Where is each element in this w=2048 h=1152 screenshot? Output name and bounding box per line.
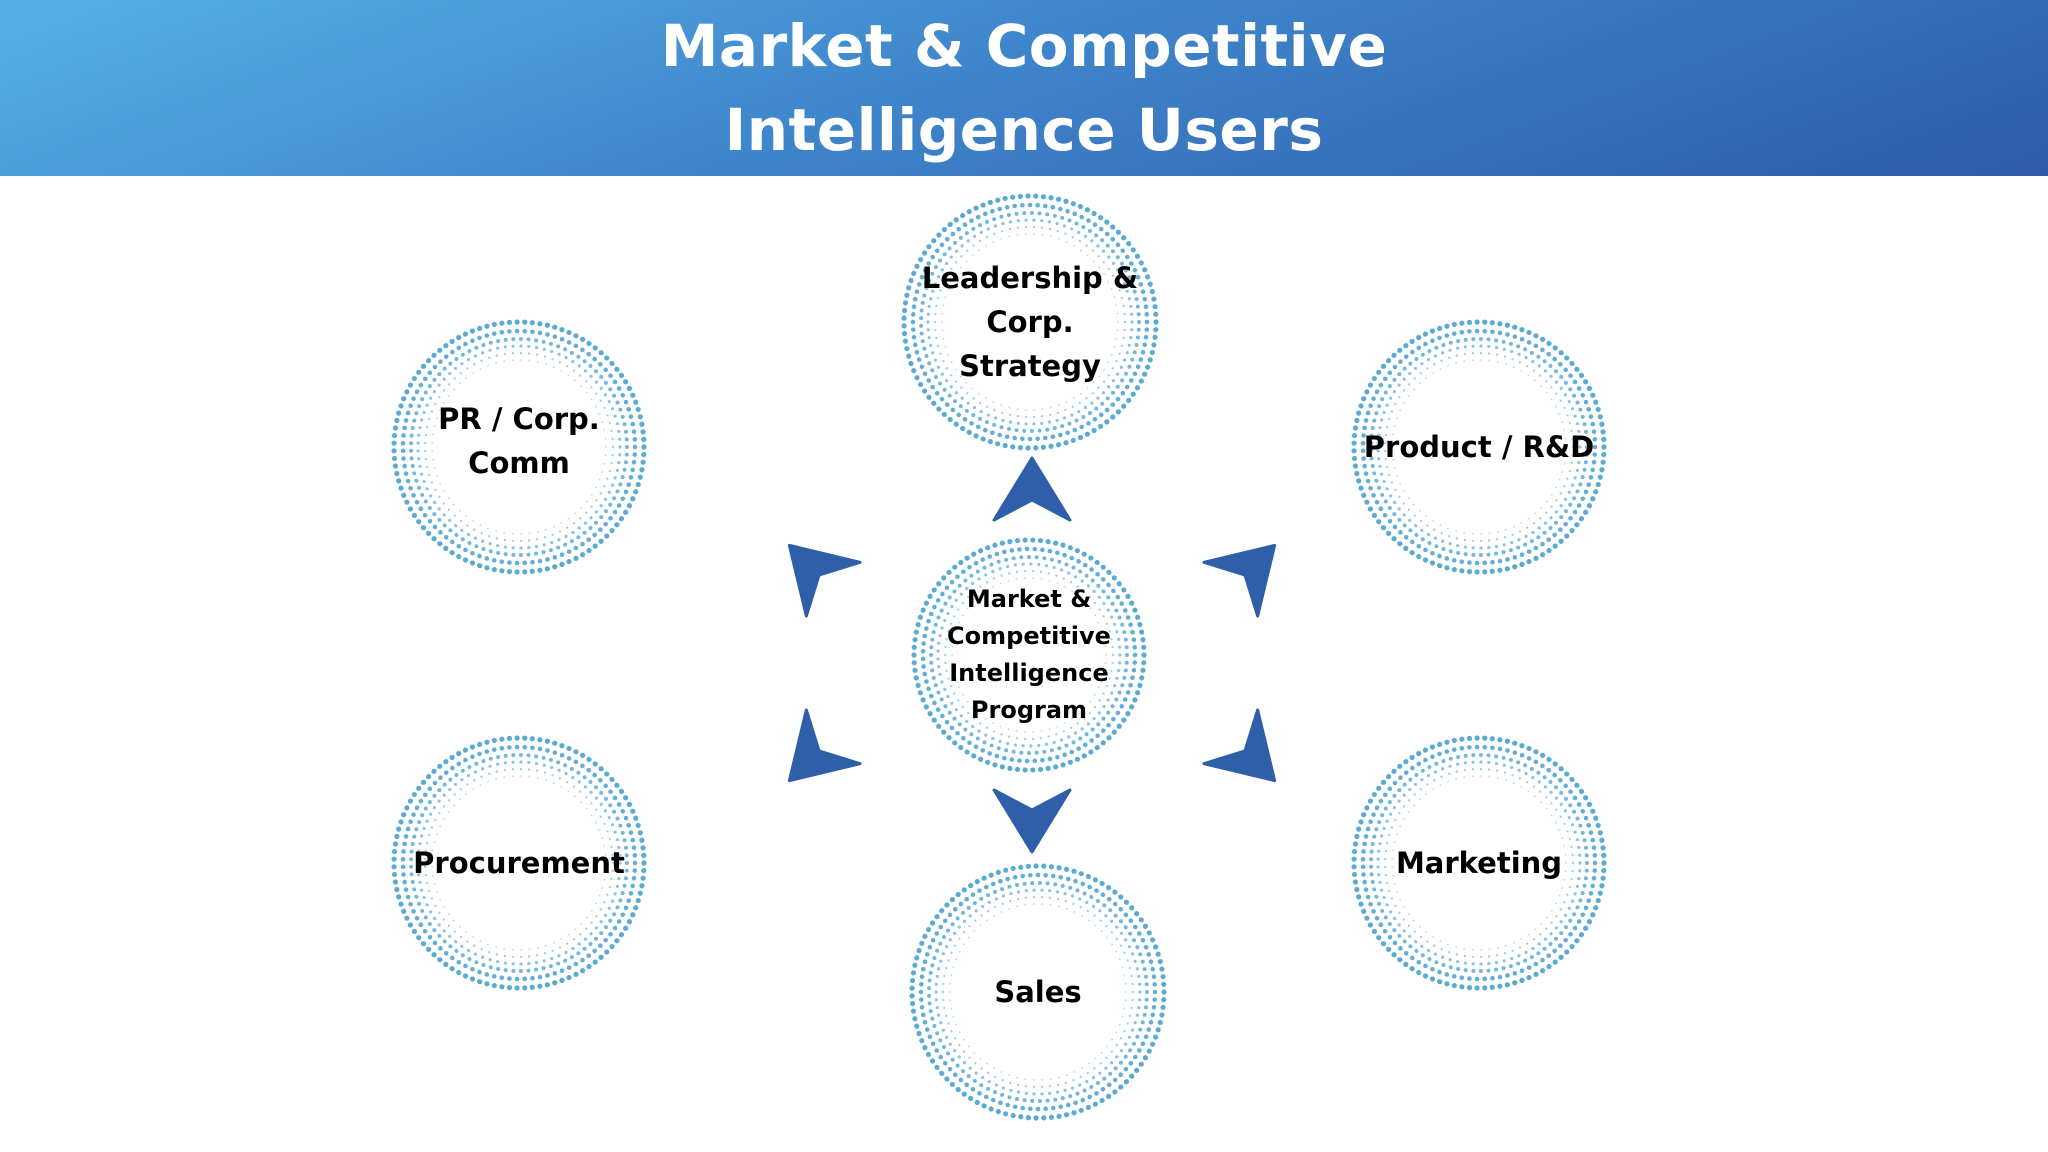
dotted-ring-icon [391,735,647,991]
dotted-ring-icon [911,537,1147,773]
arrow-down-icon [992,788,1072,854]
dotted-ring-icon [391,319,647,575]
node-product-label: Product / R&D [1363,430,1595,464]
node-leadership-label: Leadership & Corp. Strategy [921,261,1139,383]
arrow-up-right-icon [1202,543,1277,618]
node-leadership: Leadership & Corp. Strategy [900,192,1160,452]
node-sales: Sales [908,862,1168,1122]
page-title-line-2: Intelligence Users [724,96,1324,164]
node-procurement-label: Procurement [413,846,625,880]
arrow-down-right-icon [1202,708,1277,783]
node-center-program: Market & Competitive Intelligence Progra… [910,536,1148,774]
arrow-up-left-icon [787,543,862,618]
node-center-label: Market & Competitive Intelligence Progra… [947,585,1111,724]
dotted-ring-icon [901,193,1159,451]
node-marketing: Marketing [1350,734,1608,992]
node-procurement: Procurement [390,734,648,992]
node-pr-label: PR / Corp. Comm [438,402,600,480]
node-marketing-label: Marketing [1395,846,1563,880]
page-title-line-1: Market & Competitive [660,12,1388,80]
arrow-down-left-icon [787,708,862,783]
dotted-ring-icon [1351,319,1607,575]
arrow-up-icon [992,456,1072,522]
dotted-ring-icon [1351,735,1607,991]
node-sales-label: Sales [994,975,1082,1009]
node-product-rd: Product / R&D [1350,318,1608,576]
dotted-ring-icon [909,863,1167,1121]
node-pr-corp-comm: PR / Corp. Comm [390,318,648,576]
title-banner: Market & Competitive Intelligence Users [0,0,2048,176]
